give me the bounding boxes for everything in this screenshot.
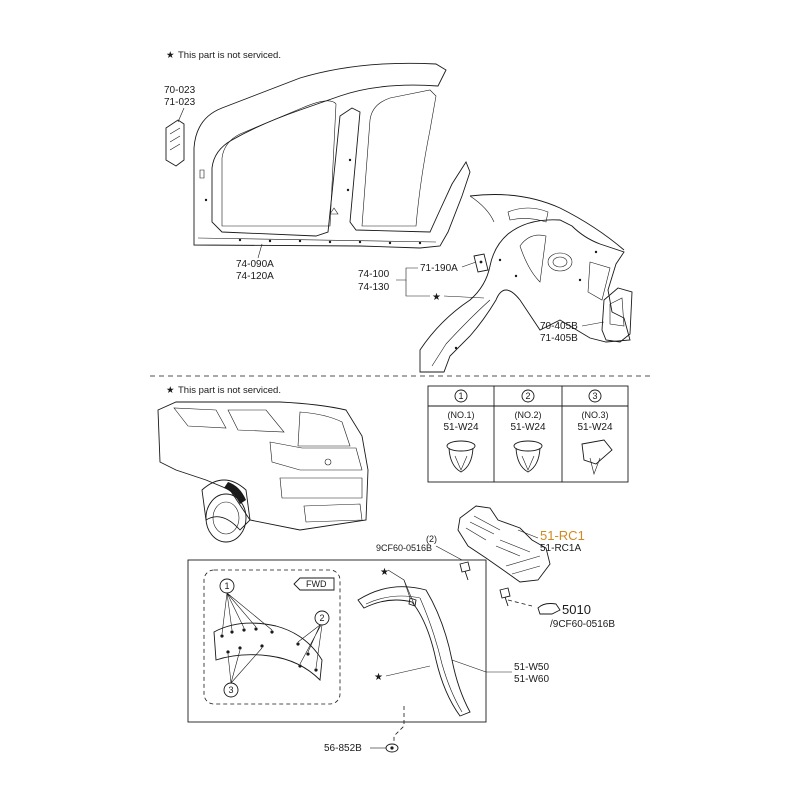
label-74-120A: 74-120A [236, 271, 274, 282]
leader-nut-dashed [393, 706, 405, 744]
inset-molding-illustration [213, 622, 323, 681]
inset-callout-3: 3 [228, 685, 233, 695]
detail-frame [187, 559, 487, 723]
leader-71-190A [461, 261, 477, 268]
hand-icon [537, 603, 561, 615]
nut-56-852B-illustration [385, 743, 399, 753]
label-callout-2: (2) [426, 534, 437, 544]
clip-name-3: (NO.3) [582, 410, 609, 420]
clip-name-1: (NO.1) [448, 410, 475, 420]
clip-column-2: 2 (NO.2) 51-W24 [510, 389, 546, 473]
clip-part-3: 51-W24 [577, 422, 612, 433]
label-9CF60-0516B: 9CF60-0516B [376, 543, 432, 553]
inset-detail: FWD 1 2 3 [203, 569, 341, 705]
label-71-190A: 71-190A [420, 263, 458, 274]
leader-star-top [443, 295, 485, 299]
top-section: ★ This part is not serviced. 70-023 71-0… [164, 50, 633, 373]
note-top-star: ★ [166, 50, 175, 61]
leader-51-RC1 [517, 529, 539, 539]
body-side-outer-panel-illustration [193, 62, 471, 249]
label-9CF60-0516B-alt: /9CF60-0516B [550, 619, 615, 630]
screw-upper-illustration [459, 561, 471, 581]
leader-70-023 [177, 107, 185, 123]
push-clip-1-illustration [446, 440, 476, 473]
tape-piece-illustration [408, 597, 417, 607]
bracket-71-190A-illustration [473, 253, 489, 273]
leader-9CF60-0516B [435, 545, 463, 561]
clip-name-2: (NO.2) [515, 410, 542, 420]
label-51-W50: 51-W50 [514, 662, 549, 673]
label-56-852B: 56-852B [324, 743, 362, 754]
leader-74-100-upper [396, 267, 418, 281]
bottom-section: ★ This part is not serviced. 1 [157, 385, 629, 754]
wheel-arch-molding-illustration [357, 586, 471, 717]
star-molding-upper: ★ [380, 567, 389, 578]
leader-51-W50-inner [451, 659, 487, 673]
clip-table: 1 (NO.1) 51-W24 2 (NO.2) 51-W24 [427, 385, 629, 483]
label-51-RC1: 51-RC1 [540, 528, 585, 543]
clip-part-1: 51-W24 [443, 422, 478, 433]
leader-70-405B [581, 321, 605, 327]
clip-table-frame [427, 385, 629, 483]
label-74-100: 74-100 [358, 269, 390, 280]
label-70-023: 70-023 [164, 85, 196, 96]
note-bottom-star: ★ [166, 385, 175, 396]
push-clip-3-illustration [581, 439, 613, 476]
bracket-70-023-illustration [165, 119, 185, 167]
clip-part-2: 51-W24 [510, 422, 545, 433]
label-71-023: 71-023 [164, 97, 196, 108]
label-5010: 5010 [562, 602, 591, 617]
push-clip-2-illustration [513, 440, 543, 473]
clip-column-3: 3 (NO.3) 51-W24 [577, 389, 613, 476]
clip-column-1: 1 (NO.1) 51-W24 [443, 389, 479, 473]
reinforcement-70-405B-illustration [601, 287, 633, 343]
label-70-405B: 70-405B [540, 321, 578, 332]
inset-callout-2: 2 [319, 613, 324, 623]
clip-number-1: 1 [458, 391, 463, 401]
leader-74-100-lower [405, 280, 430, 297]
leader-star-upper-b [403, 579, 415, 605]
label-71-405B: 71-405B [540, 333, 578, 344]
fwd-arrow-icon [293, 577, 335, 591]
arch-molding-highlight [224, 482, 246, 504]
note-bottom-text: This part is not serviced. [178, 385, 281, 396]
inset-callout-1: 1 [224, 581, 229, 591]
leader-star-upper-a [387, 569, 411, 599]
fwd-label: FWD [306, 579, 327, 589]
bracket-51-RC1-illustration [457, 505, 551, 583]
vehicle-rear-illustration [157, 401, 369, 543]
star-molding-lower: ★ [374, 672, 383, 683]
leader-74-090A [257, 243, 263, 259]
rear-quarter-panel-illustration [419, 194, 631, 373]
label-51-W60: 51-W60 [514, 674, 549, 685]
clip-number-3: 3 [592, 391, 597, 401]
inset-frame [203, 569, 341, 705]
screw-lower-illustration [499, 587, 533, 607]
clip-number-2: 2 [525, 391, 530, 401]
label-51-RC1A: 51-RC1A [540, 543, 581, 554]
leader-star-lower [385, 665, 431, 677]
label-74-090A: 74-090A [236, 259, 274, 270]
note-top-text: This part is not serviced. [178, 50, 281, 61]
label-74-130: 74-130 [358, 282, 390, 293]
star-74-130: ★ [432, 292, 441, 303]
